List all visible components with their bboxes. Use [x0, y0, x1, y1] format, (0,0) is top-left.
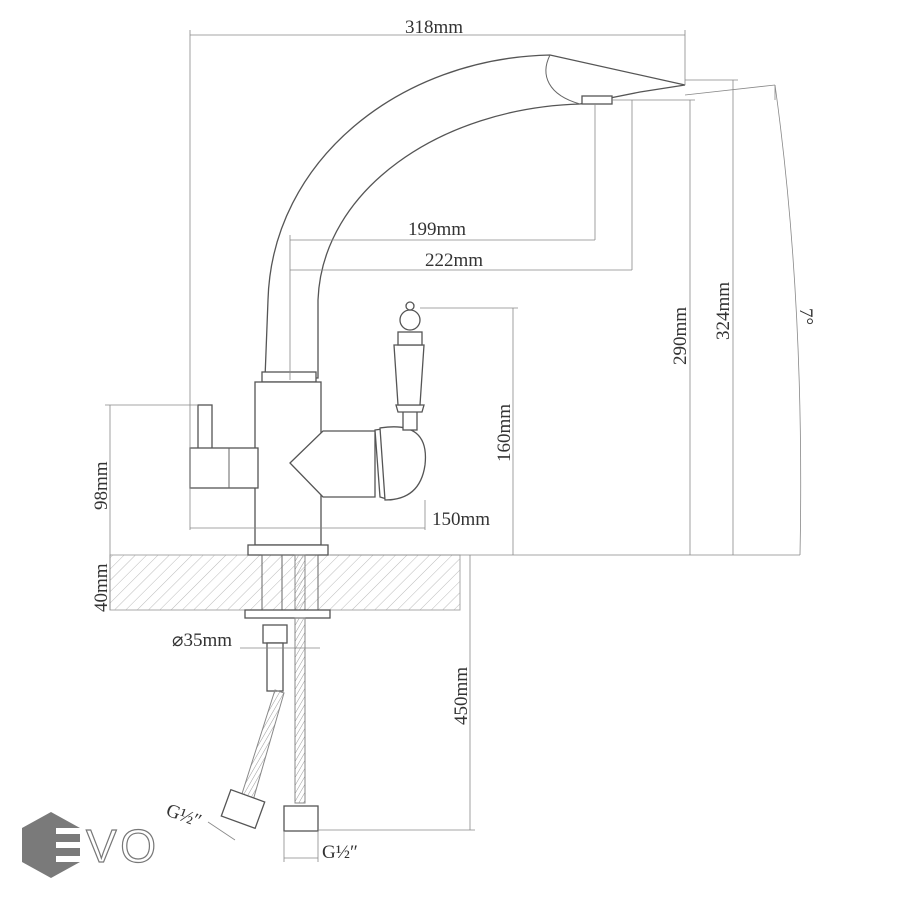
dim-lever-height: 98mm: [91, 461, 112, 510]
dim-total-height: 324mm: [713, 282, 734, 340]
spout-collar: [261, 371, 317, 383]
hose-fitting-left: [262, 624, 288, 644]
dim-body-width: 150mm: [432, 509, 490, 530]
base-plate: [247, 544, 329, 556]
dim-mounting-hole: ⌀35mm: [172, 630, 232, 651]
filter-lever: [197, 404, 213, 451]
dim-overall-width: 318mm: [405, 17, 463, 38]
evo-logo: VO: [22, 812, 157, 878]
filter-valve: [189, 447, 259, 489]
mounting-nut: [244, 609, 331, 619]
dim-spout-angle: 7°: [795, 308, 816, 325]
dim-hose-thread-right: G½″: [322, 842, 358, 863]
hose-nut-right: [283, 805, 319, 832]
svg-text:VO: VO: [86, 820, 156, 872]
countertop: [109, 554, 461, 611]
handle-collar: [397, 331, 423, 346]
mixer-housing: [289, 430, 376, 498]
handle-finial: [399, 309, 421, 331]
aerator: [581, 95, 613, 105]
dimension-lines: [105, 30, 802, 862]
hose-nut-left: [220, 788, 266, 830]
dim-spout-reach-inner: 199mm: [408, 219, 466, 240]
dim-counter-thickness: 40mm: [91, 563, 112, 612]
dim-hose-length: 450mm: [451, 667, 472, 725]
hose-right: [294, 617, 306, 804]
dim-outlet-height: 290mm: [670, 307, 691, 365]
dim-handle-height: 160mm: [494, 404, 515, 462]
dim-spout-reach-outer: 222mm: [425, 250, 483, 271]
hose-left: [239, 689, 285, 805]
dim-hose-thread-left: G½″: [163, 800, 204, 832]
handle-grip: [393, 344, 425, 406]
spout: [264, 54, 686, 379]
